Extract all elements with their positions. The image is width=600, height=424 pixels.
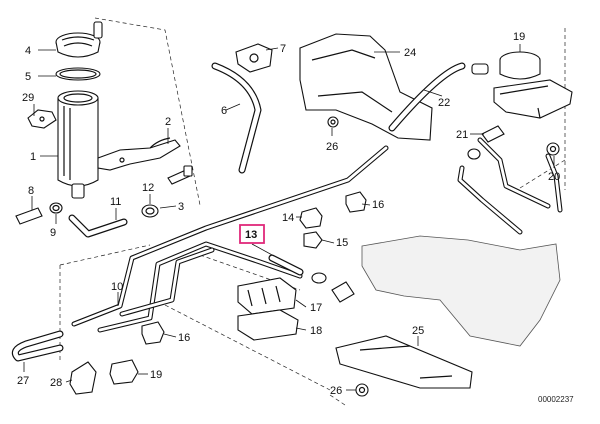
callout-20: 19 (513, 31, 525, 43)
callout-12: 12 (142, 182, 154, 194)
activated-charcoal-canister (27, 21, 103, 199)
group-boundary-tank (329, 394, 346, 406)
callout-18: 18 (310, 325, 322, 337)
callout-16-top: 16 (372, 199, 384, 211)
clip-19 (109, 359, 139, 385)
hose-22 (467, 125, 505, 160)
callout-26-bottom: 26 (330, 385, 342, 397)
hose-23 (388, 62, 466, 132)
hose-13-with-clamp (268, 254, 355, 303)
callout-8: 8 (28, 185, 34, 197)
holder-14 (299, 207, 323, 229)
group-boundary-bottom (59, 244, 151, 360)
callout-29: 29 (22, 92, 34, 104)
callout-17: 17 (310, 302, 322, 314)
callout-1: 1 (30, 151, 36, 163)
group-boundary-left (94, 17, 201, 206)
callout-21: 20 (548, 171, 560, 183)
callout-25: 25 (412, 325, 424, 337)
nut-21 (546, 142, 560, 156)
vent-pipe-assembly-right (457, 137, 563, 235)
callout-28: 28 (50, 377, 62, 389)
rubber-grommet-16-bottom (141, 321, 165, 345)
mounting-plate-18 (237, 309, 299, 341)
callout-9: 9 (50, 227, 56, 239)
vent-hose-11 (68, 214, 128, 238)
hex-bolt (167, 165, 193, 185)
callout-11: 11 (110, 196, 121, 208)
callout-6: 6 (221, 105, 227, 117)
clamp-holder-17 (237, 277, 297, 315)
shield-plate-24 (299, 33, 433, 141)
leader-lines (23, 44, 555, 391)
callout-24: 24 (404, 47, 416, 59)
nut-26-bottom (355, 383, 369, 397)
hose-27 (11, 330, 64, 362)
hose-clamp-3 (141, 204, 159, 218)
callout-2: 2 (165, 116, 171, 128)
callout-27: 27 (17, 375, 29, 387)
highlight-box (239, 224, 265, 244)
callout-7: 7 (280, 43, 286, 55)
callout-4: 4 (25, 45, 31, 57)
clip-28 (69, 361, 97, 395)
callout-5: 5 (25, 71, 31, 83)
fuel-tank-outline (361, 235, 561, 347)
connector-pipe-8 (15, 207, 43, 225)
callout-13: 13 (245, 229, 257, 241)
callout-14: 14 (282, 212, 294, 224)
callout-10: 10 (111, 281, 123, 293)
callout-22: 21 (456, 129, 468, 141)
callout-19: 19 (150, 369, 162, 381)
callout-16-bottom: 16 (178, 332, 190, 344)
callout-26-top: 26 (326, 141, 338, 153)
rubber-grommet-16-top (345, 191, 367, 213)
fuel-vent-lines (71, 145, 389, 333)
vent-hose-6 (211, 62, 262, 174)
clamp-9 (49, 202, 63, 214)
group-boundary-right (519, 28, 566, 190)
sensor-15 (303, 231, 323, 249)
expansion-tank-20 (471, 51, 573, 119)
highlighted-part-13[interactable]: 13 (239, 224, 265, 244)
callout-15: 15 (336, 237, 348, 249)
hose-holder-7 (235, 43, 273, 73)
heat-shield-25 (335, 335, 473, 389)
callout-23: 22 (438, 97, 450, 109)
nut-26-top (327, 116, 339, 128)
figure-number: 00002237 (538, 395, 574, 404)
group-boundary-center (164, 254, 331, 391)
canister-bracket (97, 137, 181, 171)
callout-3: 3 (178, 201, 184, 213)
